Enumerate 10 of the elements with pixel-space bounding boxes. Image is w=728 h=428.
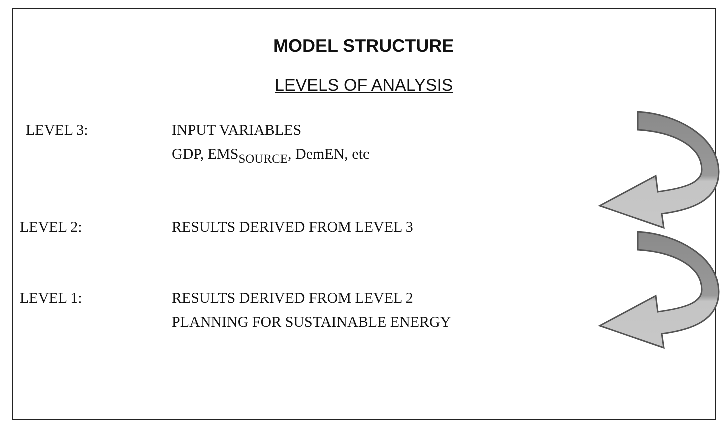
level-label: LEVEL 3: xyxy=(26,123,88,140)
level-description: INPUT VARIABLES xyxy=(172,123,302,140)
title: MODEL STRUCTURE xyxy=(274,36,454,57)
level-description: RESULTS DERIVED FROM LEVEL 3 xyxy=(172,220,414,237)
level-description: PLANNING FOR SUSTAINABLE ENERGY xyxy=(172,315,452,332)
level-description: GDP, EMS$_{SOURCE}$, DemEN, etc xyxy=(172,147,370,167)
level-description: RESULTS DERIVED FROM LEVEL 2 xyxy=(172,291,414,308)
level-label: LEVEL 2: xyxy=(20,220,82,237)
subtitle: LEVELS OF ANALYSIS xyxy=(275,76,454,96)
level-label: LEVEL 1: xyxy=(20,291,82,308)
